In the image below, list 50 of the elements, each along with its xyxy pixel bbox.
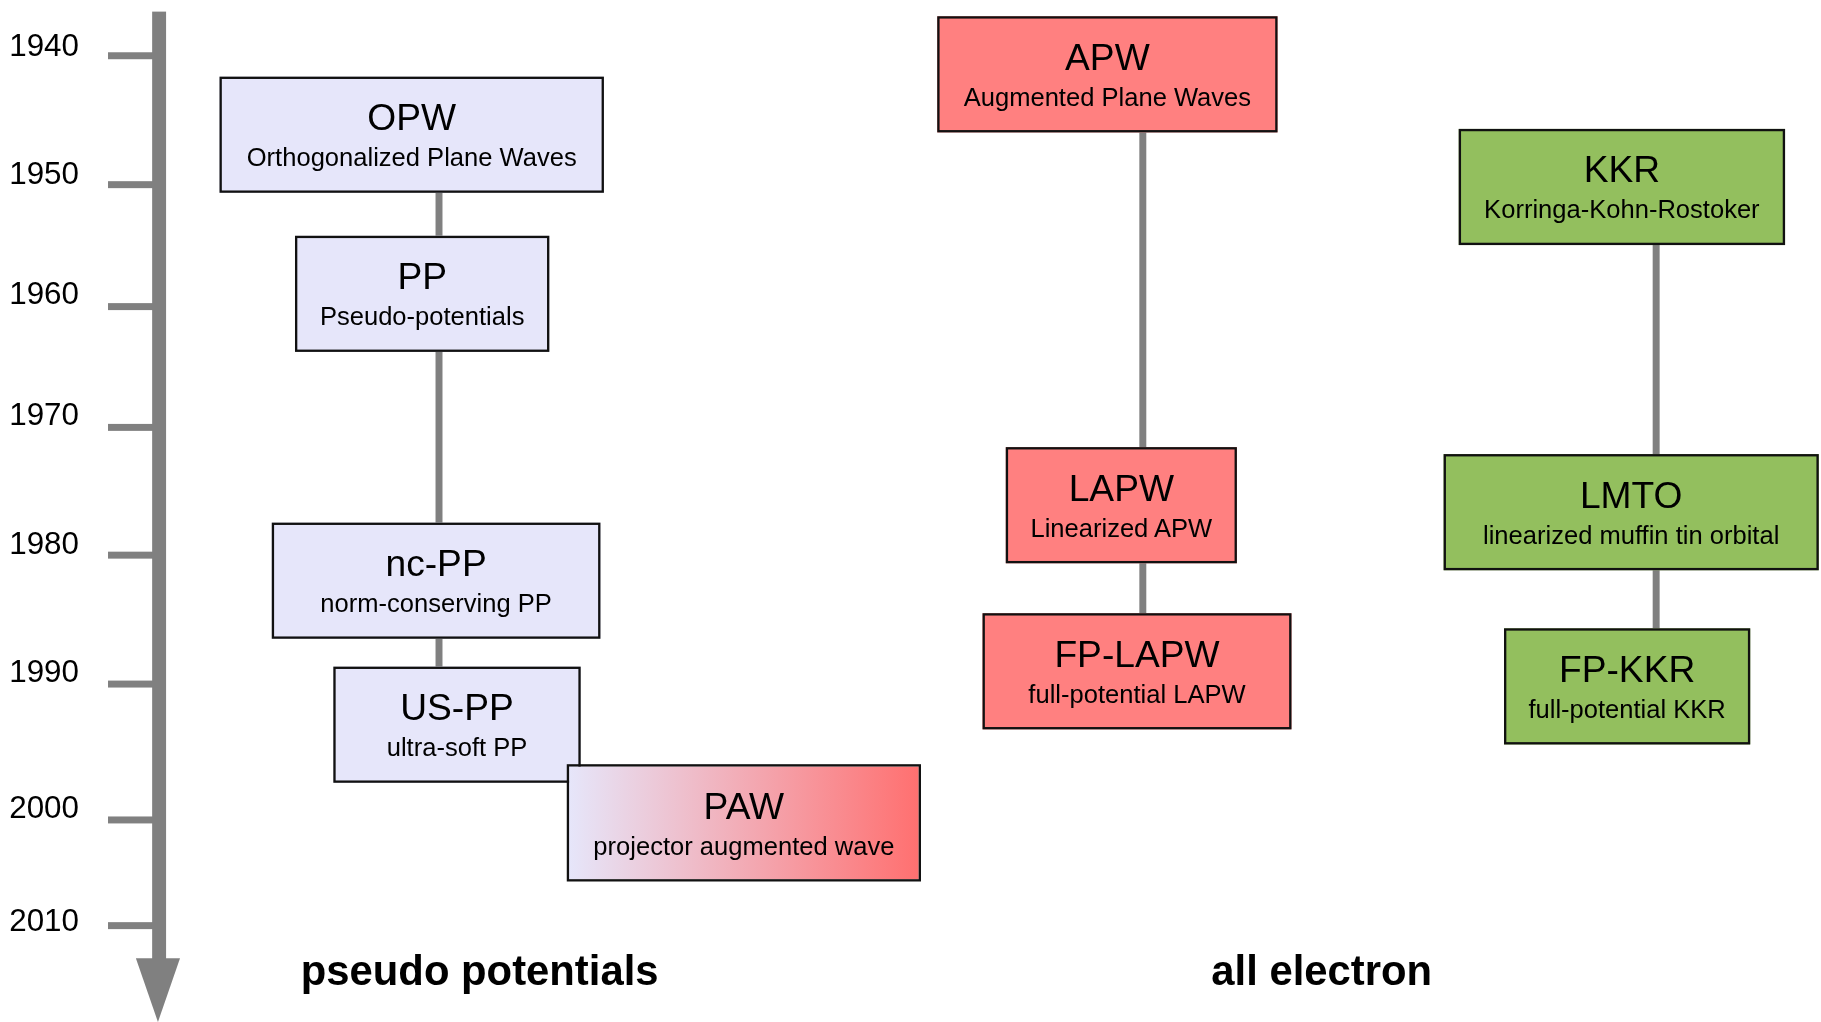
method-box <box>982 613 1292 730</box>
category-heading: all electron <box>1211 946 1433 996</box>
method-box <box>1458 128 1786 246</box>
method-acronym: PP <box>397 254 447 299</box>
year-label: 1990 <box>8 653 79 690</box>
year-label: 1950 <box>8 155 79 192</box>
connector-line <box>1139 563 1147 614</box>
method-name: Orthogonalized Plane Waves <box>246 141 577 174</box>
method-box <box>295 235 550 352</box>
method-box <box>271 522 601 639</box>
method-box <box>333 666 581 783</box>
method-acronym: KKR <box>1583 147 1661 192</box>
method-acronym: FP-LAPW <box>1054 631 1220 676</box>
connector-line <box>435 351 443 523</box>
method-acronym: FP-KKR <box>1559 647 1696 692</box>
method-acronym: PAW <box>703 783 785 828</box>
year-label: 1980 <box>8 526 79 563</box>
connector-line <box>435 638 443 667</box>
method-acronym: nc-PP <box>385 541 487 586</box>
method-box <box>219 76 604 193</box>
method-acronym: APW <box>1065 35 1150 79</box>
connector-line <box>1139 132 1147 448</box>
method-box <box>937 16 1278 133</box>
method-name: linearized muffin tin orbital <box>1483 519 1780 552</box>
method-acronym: LMTO <box>1579 472 1683 517</box>
connector-line <box>435 192 443 236</box>
method-name: norm-conserving PP <box>320 587 552 620</box>
method-name: Augmented Plane Waves <box>963 81 1252 114</box>
method-name: full-potential LAPW <box>1028 678 1246 711</box>
year-label: 2000 <box>8 789 79 826</box>
year-label: 1940 <box>8 27 79 64</box>
method-box <box>566 764 921 882</box>
connector-line <box>1652 570 1660 629</box>
method-box <box>1443 454 1819 571</box>
method-name: Pseudo-potentials <box>319 300 525 333</box>
category-heading: pseudo potentials <box>300 946 659 996</box>
method-name: projector augmented wave <box>593 830 895 862</box>
year-label: 2010 <box>8 903 79 940</box>
method-acronym: US-PP <box>400 685 514 730</box>
year-label: 1970 <box>8 397 79 434</box>
connector-line <box>1652 245 1660 455</box>
method-acronym: OPW <box>367 95 457 140</box>
method-box <box>1504 628 1751 745</box>
method-name: Korringa-Kohn-Rostoker <box>1484 194 1760 227</box>
method-name: Linearized APW <box>1030 512 1213 545</box>
method-box <box>1005 447 1237 564</box>
method-acronym: LAPW <box>1068 465 1174 510</box>
method-name: ultra-soft PP <box>386 731 528 764</box>
method-name: full-potential KKR <box>1528 693 1726 726</box>
year-label: 1960 <box>8 276 79 313</box>
